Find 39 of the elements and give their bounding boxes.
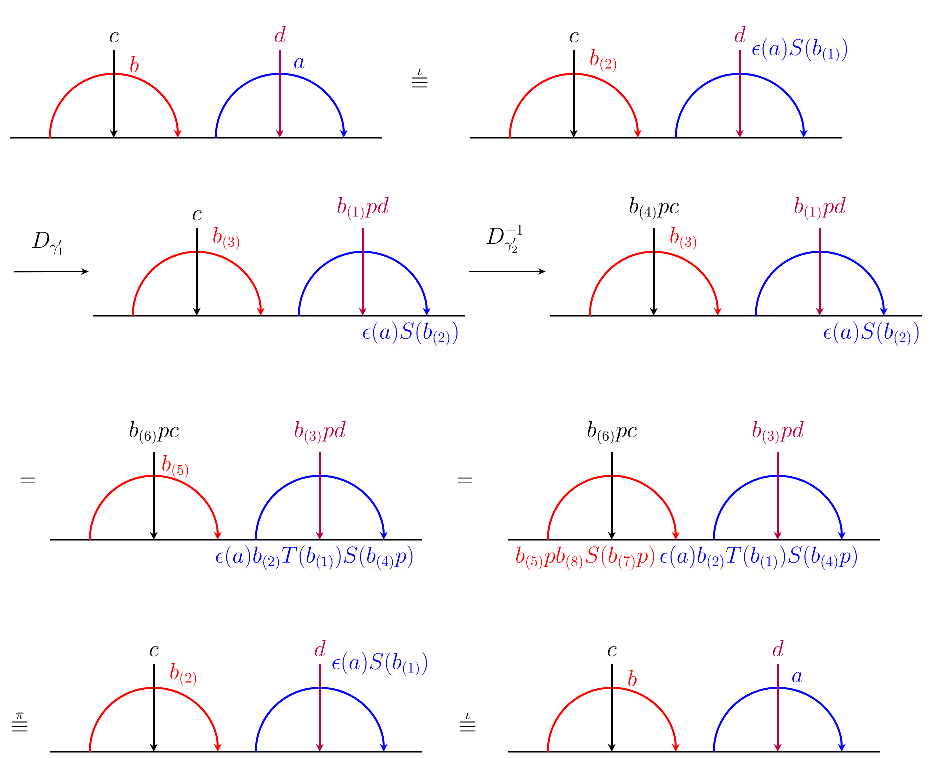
formula-label: $\epsilon(a)S(b_{(2)})$ bbox=[363, 322, 458, 346]
formula-label: $b_{(6)}pc$ bbox=[588, 421, 637, 444]
formula-label: $b_{(3)}pd$ bbox=[753, 421, 804, 444]
formula-label: $b_{(5)}$ bbox=[162, 455, 188, 478]
formula-label: $\epsilon(a)S(b_{(2)})$ bbox=[824, 322, 919, 346]
relation-symbol: $\stackrel{\pi}{\equiv}$ bbox=[12, 712, 28, 732]
formula-label: $b_{(3)}$ bbox=[214, 227, 240, 250]
formula-label: $b$ bbox=[628, 670, 637, 687]
formula-label: $b_{(4)}pc$ bbox=[630, 197, 679, 220]
formula-label: $c$ bbox=[193, 210, 202, 221]
formula-label: $d$ bbox=[315, 640, 326, 657]
formula-label: $c$ bbox=[608, 646, 617, 657]
formula-label: $b_{(1)}pd$ bbox=[338, 197, 389, 220]
relation-symbol: $=$ bbox=[458, 478, 472, 483]
formula-label: $c$ bbox=[110, 32, 119, 43]
formula-label: $d$ bbox=[275, 26, 286, 43]
formula-label: $d$ bbox=[773, 640, 784, 657]
formula-label: $d$ bbox=[735, 26, 746, 43]
relation-symbol: $\stackrel{\iota}{\equiv}$ bbox=[460, 712, 476, 732]
formula-label: $\epsilon(a)S(b_{(1)})$ bbox=[332, 652, 428, 676]
formula-label: $a$ bbox=[294, 58, 305, 69]
formula-label: $\epsilon(a)b_{(2)}T(b_{(1)})S(b_{(4)}p)$ bbox=[660, 546, 858, 570]
formula-label: $c$ bbox=[570, 32, 579, 43]
formula-label: $b_{(3)}$ bbox=[670, 227, 696, 250]
formula-label: $c$ bbox=[150, 646, 159, 657]
formula-label: $b$ bbox=[130, 56, 139, 73]
edge-label: $D_{\gamma'_1}$ bbox=[32, 232, 62, 256]
formula-label: $b_{(3)}pd$ bbox=[295, 421, 346, 444]
formula-label: $\epsilon(a)S(b_{(1)})$ bbox=[752, 38, 848, 62]
formula-label: $b_{(6)}pc$ bbox=[130, 421, 179, 444]
formula-label: $b_{(1)}pd$ bbox=[795, 197, 846, 220]
edge-label: $D^{-1}_{\gamma'_2}$ bbox=[486, 225, 522, 254]
relation-symbol: $\stackrel{\iota}{\equiv}$ bbox=[412, 68, 428, 88]
formula-label: $b_{(2)}$ bbox=[170, 663, 196, 686]
formula-label: $a$ bbox=[792, 672, 803, 683]
formula-label: $b_{(2)}$ bbox=[590, 49, 616, 72]
relation-symbol: $=$ bbox=[20, 478, 36, 483]
formula-label: $b_{(5)}pb_{(8)}S(b_{(7)}p)$ bbox=[516, 546, 654, 570]
formula-label: $\epsilon(a)b_{(2)}T(b_{(1)})S(b_{(4)}p)$ bbox=[216, 546, 413, 570]
